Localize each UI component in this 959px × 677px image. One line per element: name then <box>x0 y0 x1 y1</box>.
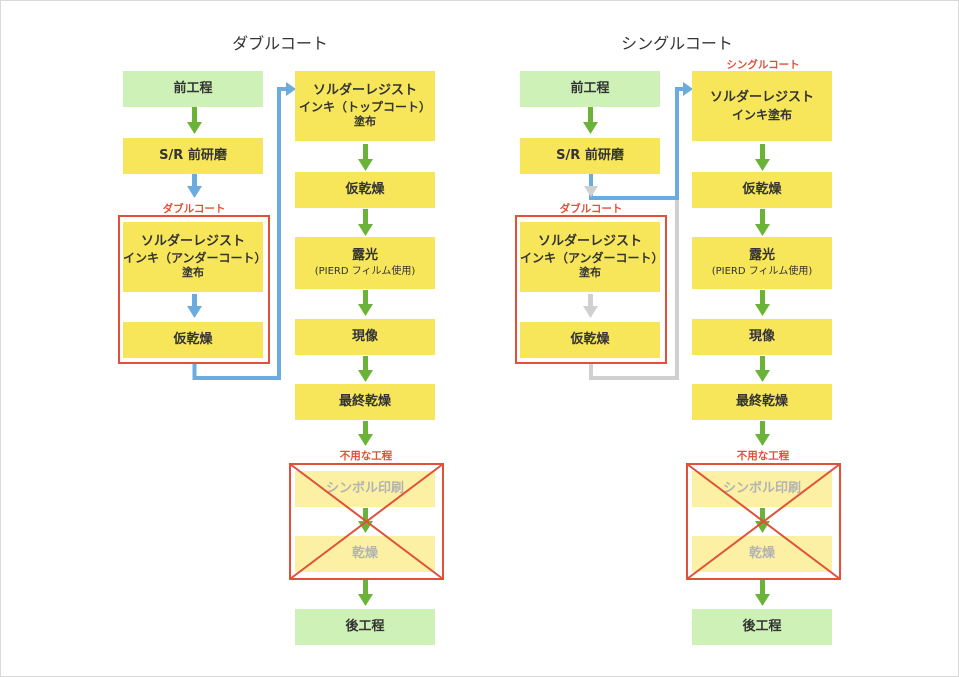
single-step-develop: 現像 <box>692 319 832 355</box>
single-step-pre-dry: 仮乾燥 <box>692 172 832 208</box>
single-coat-line2: インキ塗布 <box>731 107 792 122</box>
single-step-dry: 乾燥 <box>692 536 832 572</box>
single-unneeded-label: 不用な工程 <box>736 450 790 462</box>
unneeded-label: 不用な工程 <box>339 450 393 462</box>
step-final-dry: 最終乾燥 <box>295 384 435 420</box>
undercoat-frame <box>118 215 270 364</box>
single-exposure-label: 露光 <box>748 248 775 264</box>
step-post-process: 後工程 <box>295 609 435 645</box>
step-develop: 現像 <box>295 319 435 355</box>
single-undercoat-frame <box>515 215 667 364</box>
step-symbol-print: シンボル印刷 <box>295 471 435 507</box>
step-pre-process: 前工程 <box>123 71 263 107</box>
step-dry: 乾燥 <box>295 536 435 572</box>
undercoat-line3: 塗布 <box>182 266 204 280</box>
single-unneeded-cross <box>686 463 841 580</box>
undercoat-line1: ソルダーレジスト <box>140 233 245 249</box>
single-undercoat-label: ダブルコート <box>559 203 623 215</box>
step-sr-pre-polish: S/R 前研磨 <box>123 138 263 174</box>
single-undercoat-line2: インキ（アンダーコート） <box>520 251 664 266</box>
step-undercoat: ソルダーレジスト インキ（アンダーコート） 塗布 <box>123 222 267 292</box>
topcoat-line2: インキ（トップコート） <box>298 100 431 115</box>
step-exposure: 露光 (PIERD フィルム使用) <box>295 237 435 289</box>
single-step-pre-process: 前工程 <box>520 71 660 107</box>
double-coat-title: ダブルコート <box>232 34 328 53</box>
single-step-sr-pre-polish: S/R 前研磨 <box>520 138 660 174</box>
single-undercoat-line3: 塗布 <box>579 266 601 280</box>
single-undercoat-line1: ソルダーレジスト <box>537 233 642 249</box>
single-coat-title: シングルコート <box>621 34 733 53</box>
single-step-coat: ソルダーレジスト インキ塗布 <box>692 71 832 141</box>
single-exposure-sub: (PIERD フィルム使用) <box>711 266 813 278</box>
single-step-post-process: 後工程 <box>692 609 832 645</box>
exposure-sub: (PIERD フィルム使用) <box>314 266 416 278</box>
single-step-final-dry: 最終乾燥 <box>692 384 832 420</box>
step-pre-dry: 仮乾燥 <box>295 172 435 208</box>
single-coat-line1: ソルダーレジスト <box>709 90 814 106</box>
step-topcoat: ソルダーレジスト インキ（トップコート） 塗布 <box>295 71 435 141</box>
topcoat-line3: 塗布 <box>354 115 376 129</box>
undercoat-line2: インキ（アンダーコート） <box>123 251 267 266</box>
topcoat-line1: ソルダーレジスト <box>312 82 417 98</box>
step-pre-dry-left: 仮乾燥 <box>123 322 263 358</box>
single-coat-label: シングルコート <box>726 59 800 71</box>
undercoat-label: ダブルコート <box>162 203 226 215</box>
exposure-label: 露光 <box>351 248 378 264</box>
unneeded-cross <box>289 463 444 580</box>
single-step-exposure: 露光 (PIERD フィルム使用) <box>692 237 832 289</box>
single-step-undercoat: ソルダーレジスト インキ（アンダーコート） 塗布 <box>520 222 664 292</box>
single-step-pre-dry-left: 仮乾燥 <box>520 322 660 358</box>
single-step-symbol-print: シンボル印刷 <box>692 471 832 507</box>
